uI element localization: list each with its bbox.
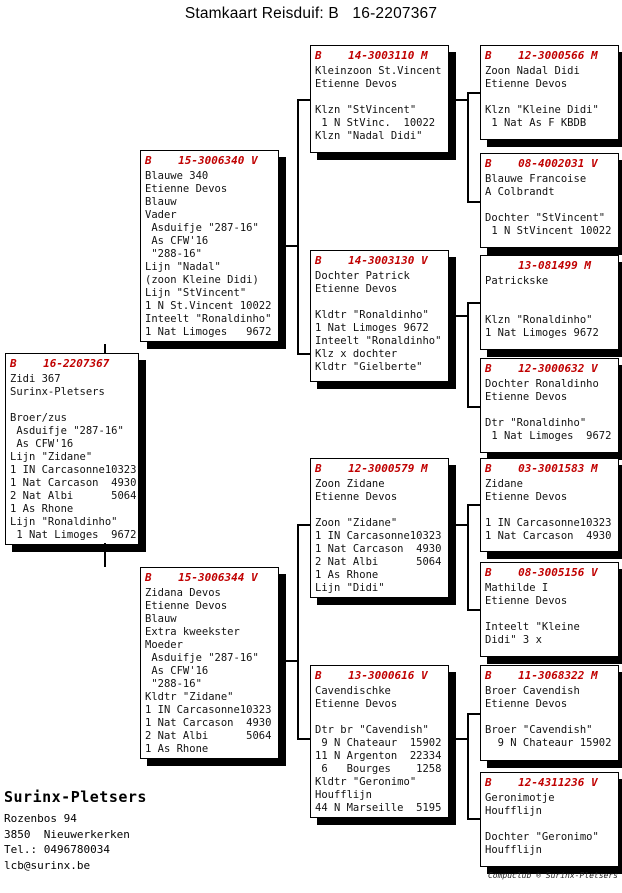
pedigree-box-great-grandparent-1: B 12-3000566 M Zoon Nadal Didi Etienne D… [480, 45, 619, 140]
ring-number: B 14-3003130 V [315, 254, 428, 267]
connector-line [467, 609, 480, 611]
pigeon-details: Geronimotje Houfflijn Dochter "Geronimo"… [485, 792, 599, 856]
pigeon-details: Zoon Zidane Etienne Devos Zoon "Zidane" … [315, 478, 442, 594]
pedigree-box-mother: B 15-3006344 V Zidana Devos Etienne Devo… [140, 567, 279, 759]
connector-line [450, 99, 468, 101]
ring-number: B 08-4002031 V [485, 157, 598, 170]
connector-line [297, 738, 310, 740]
pigeon-details: Zoon Nadal Didi Etienne Devos Klzn "Klei… [485, 65, 599, 129]
pigeon-details: Cavendischke Etienne Devos Dtr br "Caven… [315, 685, 442, 814]
connector-line [467, 201, 480, 203]
ring-number: B 15-3006344 V [145, 571, 258, 584]
connector-line [467, 92, 469, 203]
pedigree-box-paternal-grandmother: B 14-3003130 V Dochter Patrick Etienne D… [310, 250, 449, 382]
connector-line [297, 99, 299, 355]
ring-number: B 12-3000566 M [485, 49, 598, 62]
owner-address-line: Rozenbos 94 [4, 812, 77, 825]
connector-line [297, 99, 310, 101]
connector-line [297, 524, 310, 526]
ring-number: B 13-3000616 V [315, 669, 428, 682]
connector-line [104, 543, 106, 567]
pedigree-box-paternal-grandfather: B 14-3003110 M Kleinzoon St.Vincent Etie… [310, 45, 449, 153]
pedigree-box-maternal-grandmother: B 13-3000616 V Cavendischke Etienne Devo… [310, 665, 449, 818]
pigeon-details: Kleinzoon St.Vincent Etienne Devos Klzn … [315, 65, 442, 142]
ring-number: B 12-3000579 M [315, 462, 428, 475]
owner-address-line: 3850 Nieuwerkerken [4, 827, 130, 841]
pigeon-details: Broer Cavendish Etienne Devos Broer "Cav… [485, 685, 612, 749]
pedigree-box-great-grandparent-5: B 03-3001583 M Zidane Etienne Devos 1 IN… [480, 458, 619, 552]
connector-line [467, 818, 480, 820]
connector-line [467, 406, 480, 408]
pedigree-box-maternal-grandfather: B 12-3000579 M Zoon Zidane Etienne Devos… [310, 458, 449, 598]
connector-line [450, 524, 468, 526]
pigeon-details: Zidane Etienne Devos 1 IN Carcasonne1032… [485, 478, 612, 542]
pigeon-details: Zidana Devos Etienne Devos Blauw Extra k… [145, 587, 272, 755]
connector-line [280, 660, 298, 662]
ring-number: B 12-4311236 V [485, 776, 598, 789]
connector-line [467, 713, 480, 715]
connector-line [467, 504, 469, 611]
pigeon-details: Dochter Patrick Etienne Devos Kldtr "Ron… [315, 270, 442, 373]
connector-line [467, 713, 469, 820]
pedigree-box-great-grandparent-6: B 08-3005156 V Mathilde I Etienne Devos … [480, 562, 619, 657]
connector-line [450, 738, 468, 740]
ring-number: B 08-3005156 V [485, 566, 598, 579]
pedigree-box-great-grandparent-7: B 11-3068322 M Broer Cavendish Etienne D… [480, 665, 619, 761]
owner-phone: Tel.: 0496780034 [4, 843, 110, 856]
connector-line [450, 315, 468, 317]
owner-name: Surinx-Pletsers [4, 788, 147, 806]
owner-email: lcb@surinx.be [4, 858, 91, 872]
connector-line [467, 92, 480, 94]
ring-number: B 03-3001583 M [485, 462, 598, 475]
ring-number: B 16-2207367 [10, 357, 110, 370]
connector-line [104, 344, 106, 353]
software-credit: Compuclub ® Surinx-Pletsers [487, 871, 618, 880]
connector-line [297, 353, 310, 355]
pedigree-box-father: B 15-3006340 V Blauwe 340 Etienne Devos … [140, 150, 279, 342]
pigeon-details: Patrickske Klzn "Ronaldinho" 1 Nat Limog… [485, 275, 599, 339]
ring-number: 13-081499 M [485, 259, 591, 272]
pedigree-box-great-grandparent-2: B 08-4002031 V Blauwe Francoise A Colbra… [480, 153, 619, 248]
pigeon-details: Zidi 367 Surinx-Pletsers Broer/zus Asdui… [10, 373, 137, 541]
pigeon-details: Dochter Ronaldinho Etienne Devos Dtr "Ro… [485, 378, 612, 442]
pedigree-box-subject: B 16-2207367 Zidi 367 Surinx-Pletsers Br… [5, 353, 139, 545]
owner-info: Surinx-Pletsers Rozenbos 94 3850 Nieuwer… [4, 788, 147, 873]
connector-line [467, 302, 469, 408]
pedigree-box-great-grandparent-8: B 12-4311236 V Geronimotje Houfflijn Doc… [480, 772, 619, 867]
connector-line [280, 245, 298, 247]
pigeon-details: Mathilde I Etienne Devos Inteelt "Kleine… [485, 582, 580, 646]
connector-line [297, 524, 299, 740]
pedigree-box-great-grandparent-3: 13-081499 M Patrickske Klzn "Ronaldinho"… [480, 255, 619, 350]
ring-number: B 14-3003110 M [315, 49, 428, 62]
ring-number: B 15-3006340 V [145, 154, 258, 167]
ring-number: B 12-3000632 V [485, 362, 598, 375]
page-title: Stamkaart Reisduif: B 16-2207367 [184, 5, 438, 22]
pigeon-details: Blauwe Francoise A Colbrandt Dochter "St… [485, 173, 612, 237]
pedigree-box-great-grandparent-4: B 12-3000632 V Dochter Ronaldinho Etienn… [480, 358, 619, 453]
pigeon-details: Blauwe 340 Etienne Devos Blauw Vader Asd… [145, 170, 272, 338]
connector-line [467, 302, 480, 304]
ring-number: B 11-3068322 M [485, 669, 598, 682]
connector-line [467, 504, 480, 506]
